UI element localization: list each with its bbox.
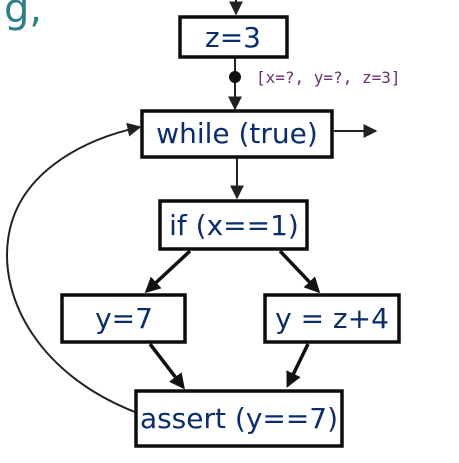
node-then-assign-label: y=7: [95, 302, 153, 335]
node-assign-z-label: z=3: [205, 21, 261, 54]
node-check-label: assert (y==7): [140, 402, 338, 435]
edge-then-to-check: [148, 342, 185, 390]
node-loop-label: while (true): [156, 117, 318, 150]
edge-else-to-check: [286, 343, 310, 388]
corner-text-fragment: g,: [4, 0, 42, 32]
node-check: assert (y==7): [134, 389, 344, 448]
state-annotation: [x=?, y=?, z=3]: [256, 68, 401, 87]
state-point-marker: [229, 71, 241, 83]
node-loop: while (true): [140, 109, 334, 159]
node-branch-label: if (x==1): [169, 209, 299, 242]
node-branch: if (x==1): [158, 199, 309, 251]
node-then-assign: y=7: [60, 293, 187, 344]
edge-branch-false: [278, 249, 321, 294]
node-else-assign: y = z+4: [263, 293, 401, 344]
node-assign-z: z=3: [178, 15, 289, 59]
node-else-assign-label: y = z+4: [275, 302, 389, 335]
edge-branch-true: [144, 249, 192, 294]
edge-back-to-loop: [6, 122, 142, 413]
